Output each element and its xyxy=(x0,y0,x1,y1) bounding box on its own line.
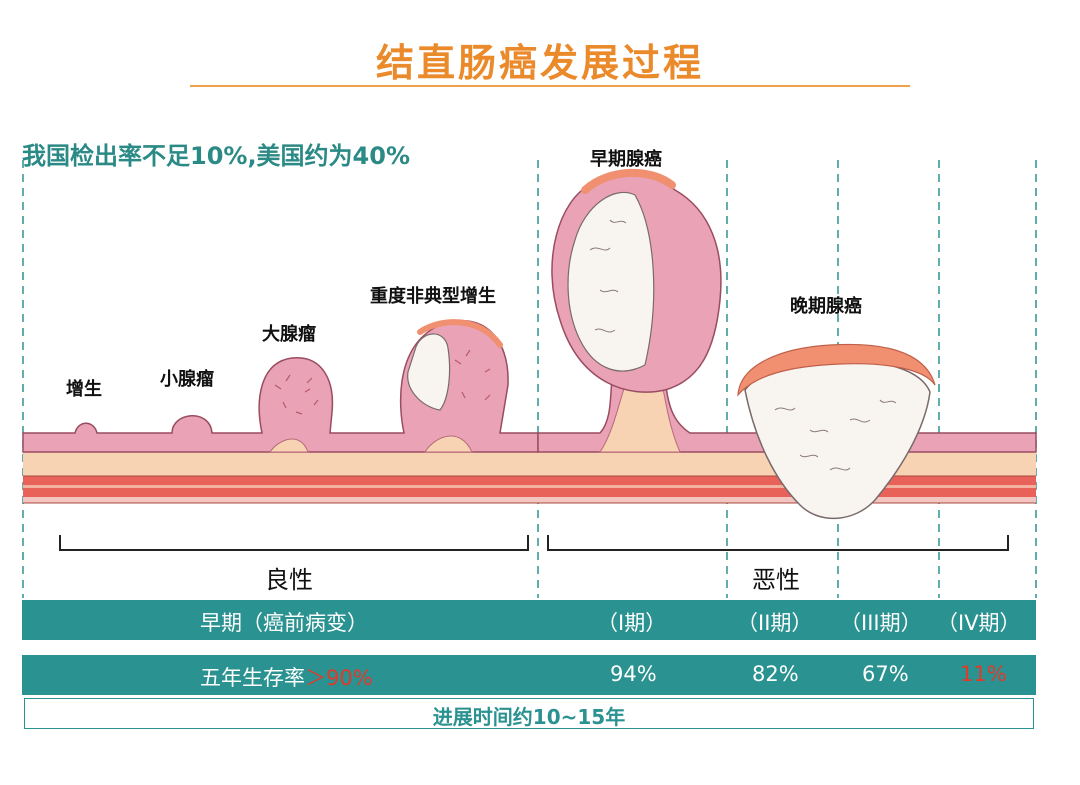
group-label-benign: 良性 xyxy=(265,566,313,594)
survival-stage1: 94% xyxy=(610,662,657,686)
phase-stage3: （III期） xyxy=(840,611,922,635)
stage-label-small-adenoma: 小腺瘤 xyxy=(160,369,214,390)
stage-label-severe-dysplasia: 重度非典型增生 xyxy=(370,286,496,307)
phase-stage2: （II期） xyxy=(737,611,813,635)
early-adenocarcinoma-texture xyxy=(589,219,627,333)
muscle-layer-3 xyxy=(23,488,1036,497)
survival-stage2: 82% xyxy=(752,662,799,686)
stage-label-large-adenoma: 大腺瘤 xyxy=(262,324,316,345)
late-adenocarcinoma-texture xyxy=(774,399,897,471)
phase-row: 早期（癌前病变） （I期） （II期） （III期） （IV期） xyxy=(22,600,1036,640)
muscle-layer-2 xyxy=(23,485,1036,488)
survival-early-value: ＞90% xyxy=(305,666,373,690)
phase-early: 早期（癌前病变） xyxy=(200,611,368,635)
stage-label-late-adenocarcinoma: 晚期腺癌 xyxy=(790,296,862,317)
stage-label-hyperplasia: 增生 xyxy=(66,379,102,400)
timeline-text: 进展时间约10~15年 xyxy=(432,705,626,729)
survival-row: 五年生存率＞90% 94% 82% 67% 11% xyxy=(22,655,1036,695)
phase-stage4: （IV期） xyxy=(937,611,1021,635)
early-adenocarcinoma-rim xyxy=(581,168,676,194)
stage-label-early-adenocarcinoma: 早期腺癌 xyxy=(590,149,662,170)
phase-stage1: （I期） xyxy=(597,611,667,635)
title-underline xyxy=(190,85,910,87)
adenoma-texture xyxy=(274,349,491,415)
survival-stage3: 67% xyxy=(862,662,909,686)
submucosa-bump-large-adenoma xyxy=(269,438,309,453)
page-title: 结直肠癌发展过程 xyxy=(375,41,704,85)
survival-stage4: 11% xyxy=(960,662,1007,686)
survival-label: 五年生存率 xyxy=(200,666,305,690)
dysplasia-white-mass xyxy=(407,333,451,411)
dysplasia-rim xyxy=(417,319,503,348)
malignant-bracket xyxy=(547,535,1009,551)
stage-dividers xyxy=(22,160,1037,598)
muscle-layer-1 xyxy=(23,476,1036,485)
benign-bracket xyxy=(59,535,529,551)
detection-rate-note: 我国检出率不足10%,美国约为40% xyxy=(22,142,411,170)
submucosa-bump-dysplasia xyxy=(424,435,473,453)
late-adenocarcinoma-rim xyxy=(737,343,936,397)
serosa-layer xyxy=(23,497,1036,503)
survival-label-group: 五年生存率＞90% xyxy=(200,662,373,692)
timeline-box: 进展时间约10~15年 xyxy=(24,698,1034,729)
group-label-malignant: 恶性 xyxy=(752,566,800,594)
early-adenocarcinoma-core xyxy=(567,191,655,372)
